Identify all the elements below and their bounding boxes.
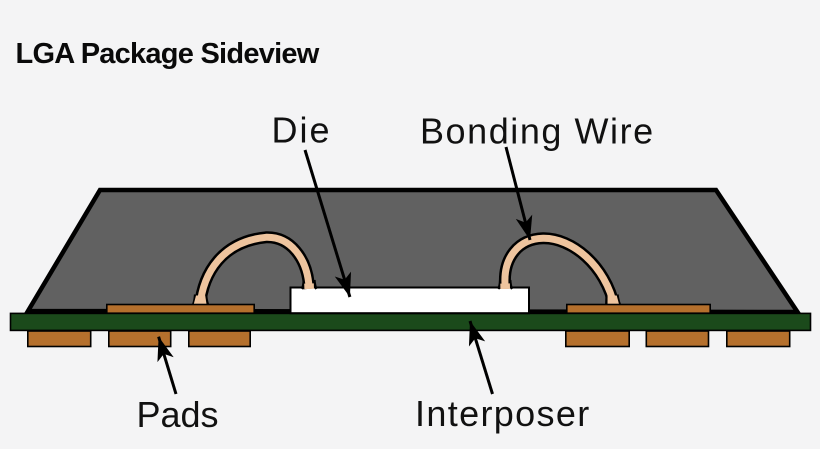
svg-text:Die: Die xyxy=(272,110,332,151)
svg-text:Pads: Pads xyxy=(137,394,219,435)
svg-text:LGA Package Sideview: LGA Package Sideview xyxy=(16,38,320,70)
svg-text:Bonding Wire: Bonding Wire xyxy=(420,111,655,152)
svg-text:Interposer: Interposer xyxy=(415,393,591,434)
